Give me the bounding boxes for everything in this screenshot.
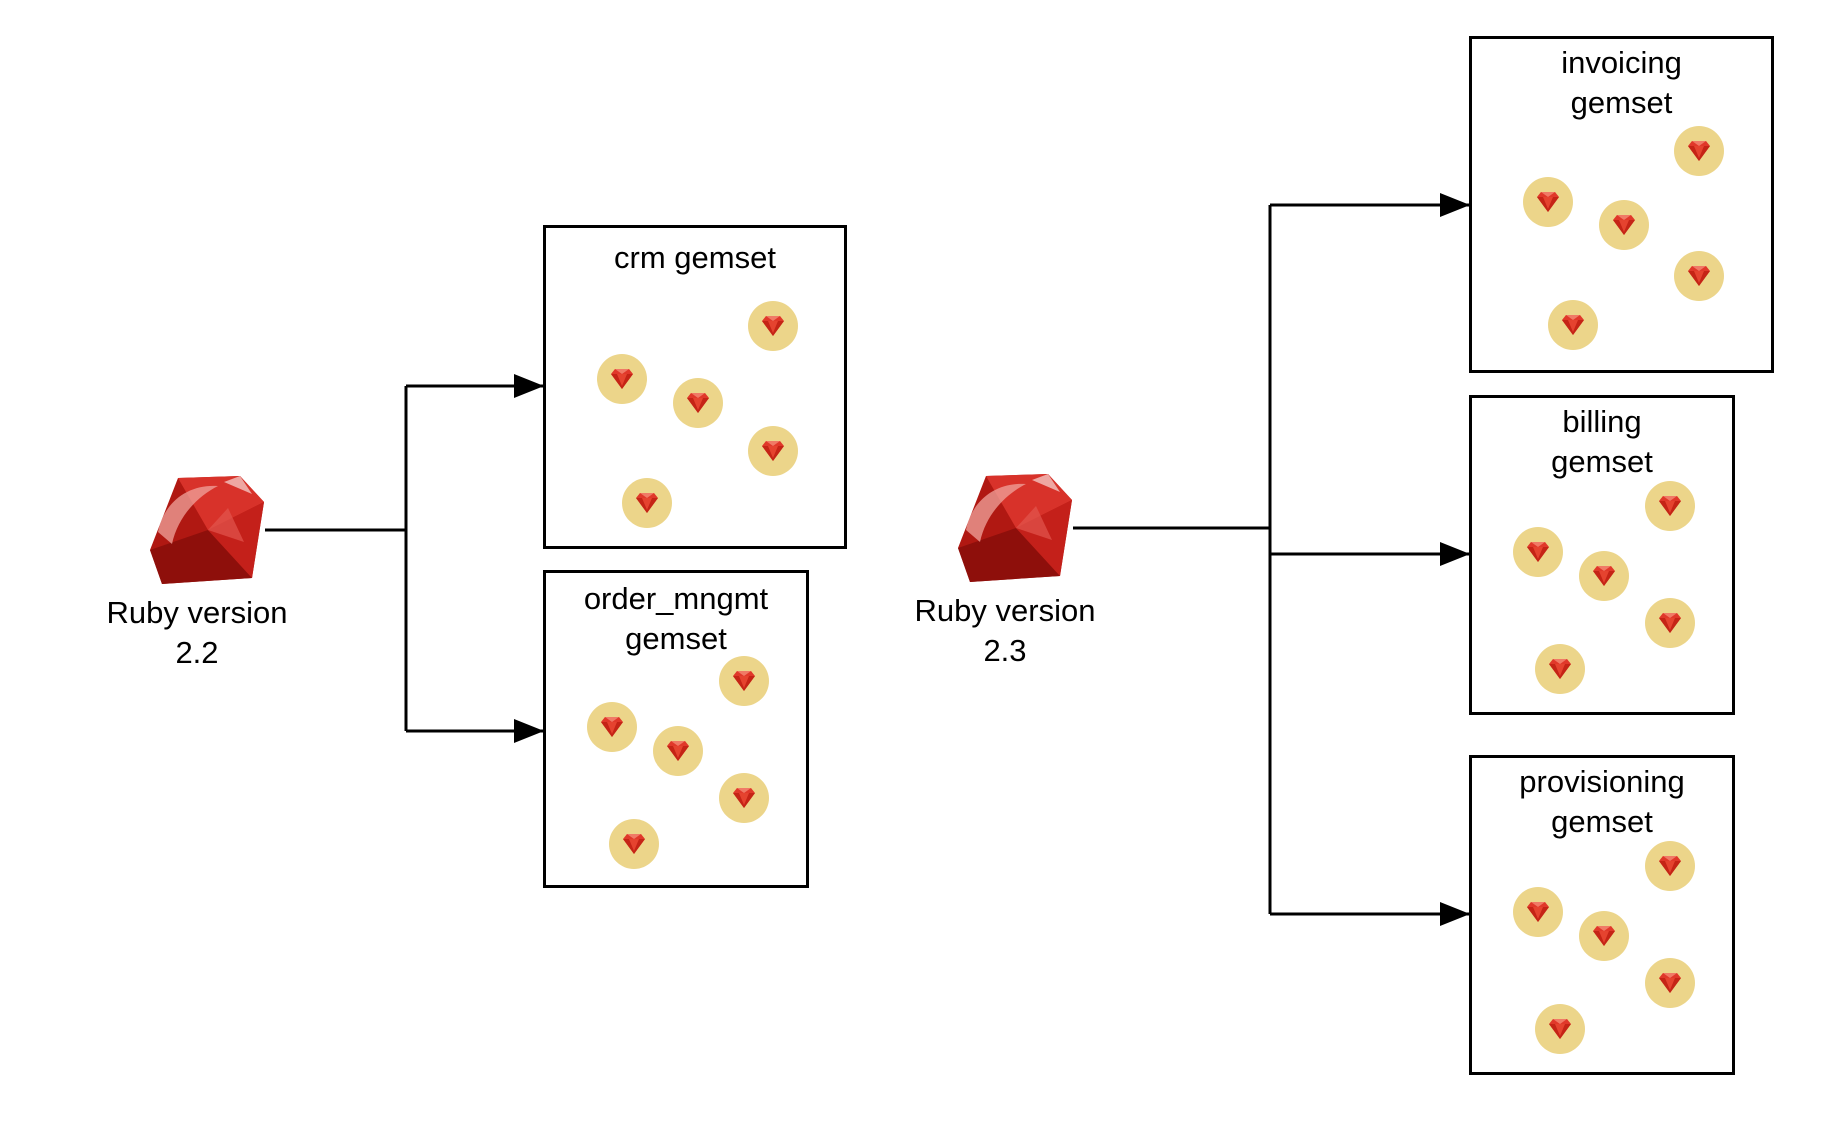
gemset-title-line2: gemset [1551, 804, 1653, 839]
ruby-version-label-line1: Ruby version [106, 595, 288, 630]
ruby-version-label: Ruby version 2.3 [885, 591, 1125, 671]
ruby-version-number: 2.2 [175, 635, 219, 670]
gem-badge-icon [1645, 841, 1695, 891]
gem-badge-icon [1513, 887, 1563, 937]
gem-badge-icon [1645, 481, 1695, 531]
gemset-box-provisioning: provisioning gemset [1469, 755, 1735, 1075]
gemset-box-crm: crm gemset [543, 225, 847, 549]
gemset-box-invoicing: invoicing gemset [1469, 36, 1774, 373]
gem-badge-icon [719, 656, 769, 706]
gem-badge-icon [1579, 911, 1629, 961]
gem-badge-icon [1523, 177, 1573, 227]
gem-badge-icon [1535, 644, 1585, 694]
gem-badge-icon [1513, 527, 1563, 577]
gemset-title-line1: crm gemset [614, 240, 776, 275]
gemset-title-line2: gemset [1570, 85, 1673, 120]
gem-badge-icon [1674, 251, 1724, 301]
gem-badge-icon [1579, 551, 1629, 601]
connector-ruby-2-3 [1073, 193, 1470, 926]
gem-badge-icon [1535, 1004, 1585, 1054]
ruby-version-label-line1: Ruby version [914, 593, 1096, 628]
gem-badge-icon [748, 301, 798, 351]
ruby-gem-icon [958, 474, 1072, 582]
gemset-title: invoicing gemset [1472, 43, 1771, 123]
gem-badge-icon [587, 702, 637, 752]
gemset-box-billing: billing gemset [1469, 395, 1735, 715]
gem-badge-icon [653, 726, 703, 776]
gemset-title-line1: provisioning [1519, 764, 1685, 799]
ruby-version-number: 2.3 [983, 633, 1027, 668]
gemset-title: order_mngmt gemset [546, 579, 806, 659]
gemset-title-line2: gemset [625, 621, 727, 656]
gemset-title-line1: billing [1562, 404, 1642, 439]
gem-badge-icon [597, 354, 647, 404]
gemset-box-order-mngmt: order_mngmt gemset [543, 570, 809, 888]
gem-badge-icon [748, 426, 798, 476]
connector-ruby-2-2 [265, 374, 544, 743]
gem-badge-icon [673, 378, 723, 428]
gem-badge-icon [1548, 300, 1598, 350]
gemset-title-line1: order_mngmt [583, 581, 769, 616]
gemset-title-line1: invoicing [1561, 45, 1682, 80]
gem-badge-icon [719, 773, 769, 823]
gem-badge-icon [609, 819, 659, 869]
gem-badge-icon [622, 478, 672, 528]
ruby-version-label: Ruby version 2.2 [77, 593, 317, 673]
gemset-title: billing gemset [1472, 402, 1732, 482]
gemset-title: provisioning gemset [1472, 762, 1732, 842]
gem-badge-icon [1599, 200, 1649, 250]
ruby-gem-icon [150, 476, 264, 584]
gem-badge-icon [1645, 958, 1695, 1008]
gem-badge-icon [1645, 598, 1695, 648]
gem-badge-icon [1674, 126, 1724, 176]
gemset-title: crm gemset [546, 238, 844, 278]
gemset-title-line2: gemset [1551, 444, 1653, 479]
